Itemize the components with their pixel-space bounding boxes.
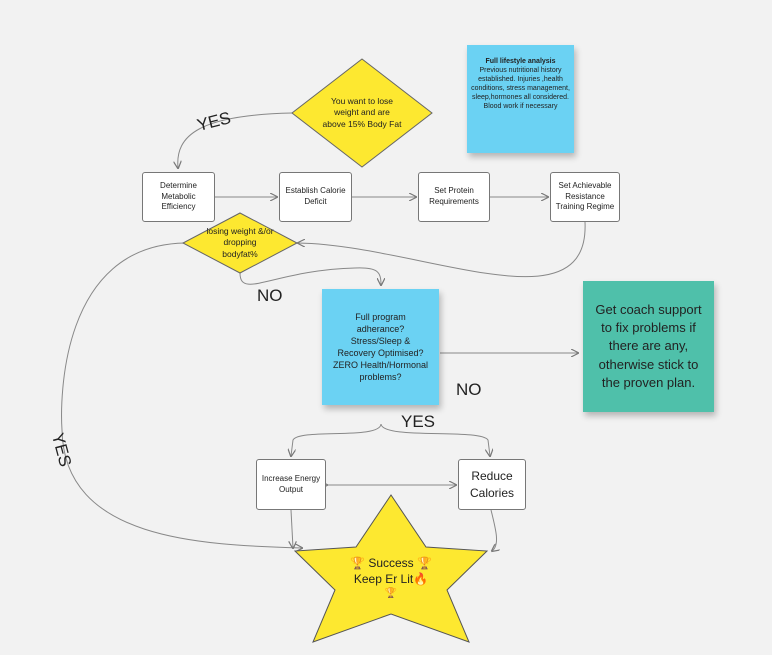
edge-label-no-right: NO bbox=[456, 380, 482, 399]
start-decision-diamond bbox=[291, 58, 433, 168]
adherence-check-note: Full program adherance? Stress/Sleep & R… bbox=[322, 289, 439, 405]
success-line-2: Keep Er Lit🔥 bbox=[353, 571, 429, 586]
reduce-calories-box: Reduce Calories bbox=[458, 459, 526, 510]
edge-label-yes-adherence: YES bbox=[401, 412, 436, 431]
edge-training-to-progress bbox=[298, 221, 586, 278]
edge-adherence-to-energy bbox=[291, 423, 382, 456]
edge-start-to-metabolic bbox=[178, 112, 293, 168]
progress-decision-diamond bbox=[181, 212, 299, 274]
edge-progress-to-adherence bbox=[239, 267, 381, 285]
start-decision-label: You want to lose weight and are above 15… bbox=[322, 95, 402, 129]
lifestyle-note-title: Full lifestyle analysis bbox=[485, 58, 556, 65]
lifestyle-analysis-note: Full lifestyle analysis Previous nutriti… bbox=[467, 45, 574, 153]
success-line-1: 🏆 Success 🏆 bbox=[350, 555, 432, 570]
success-star bbox=[293, 494, 489, 643]
edge-energy-to-success bbox=[291, 509, 293, 548]
progress-decision-label: losing weight &/or dropping bodyfat% bbox=[206, 225, 274, 259]
edge-adherence-to-calories bbox=[380, 423, 490, 456]
step-protein-requirements: Set Protein Requirements bbox=[418, 172, 490, 222]
lifestyle-note-body: Previous nutritional history established… bbox=[471, 67, 570, 111]
success-text: 🏆 Success 🏆 Keep Er Lit🔥 🏆 bbox=[336, 553, 446, 603]
step-training-regime: Set Achievable Resistance Training Regim… bbox=[550, 172, 620, 222]
coach-support-note: Get coach support to fix problems if the… bbox=[583, 281, 714, 412]
step-metabolic-efficiency: Determine Metabolic Efficiency bbox=[142, 172, 215, 222]
edge-calories-to-success bbox=[491, 509, 497, 551]
increase-energy-box: Increase Energy Output bbox=[256, 459, 326, 510]
step-calorie-deficit: Establish Calorie Deficit bbox=[279, 172, 352, 222]
coach-support-text: Get coach support to fix problems if the… bbox=[595, 302, 702, 390]
edge-progress-to-success bbox=[61, 242, 302, 548]
success-line-3: 🏆 bbox=[384, 588, 398, 600]
edge-label-no-middle: NO bbox=[257, 286, 283, 305]
adherence-check-text: Full program adherance? Stress/Sleep & R… bbox=[332, 311, 429, 383]
